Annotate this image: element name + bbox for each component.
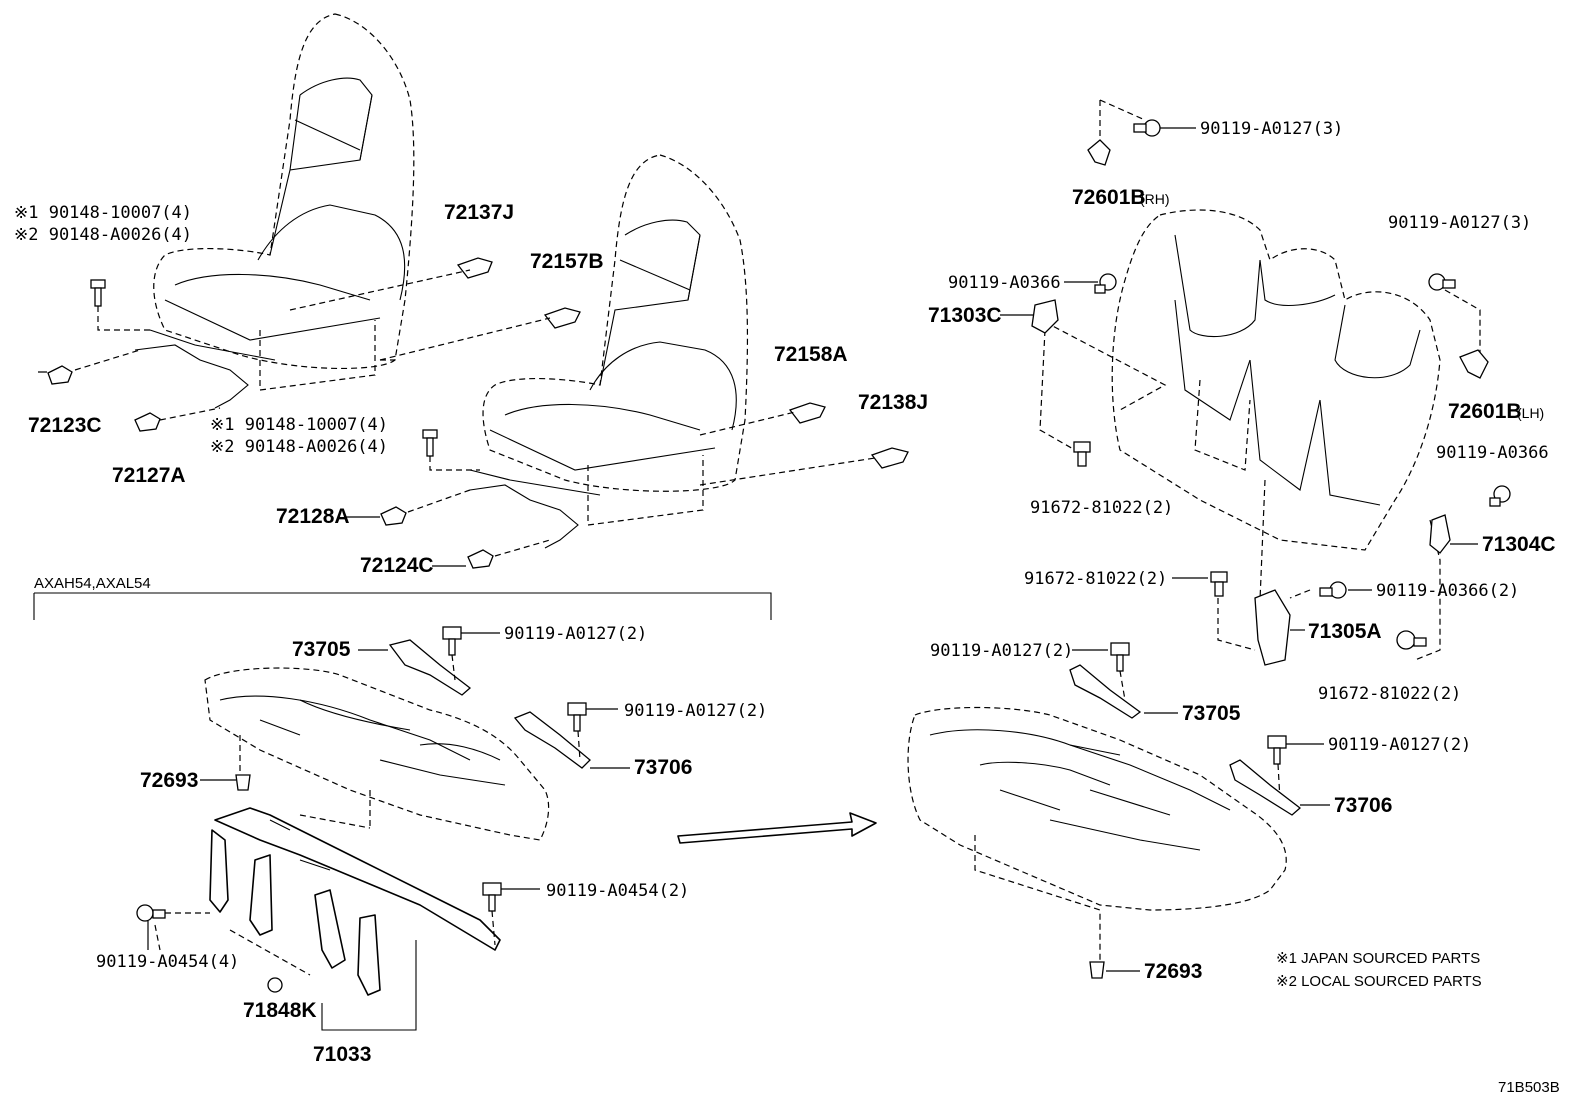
label-72693-a: 72693 [140, 769, 198, 792]
bolt-90119-A0127-d-icon [1267, 735, 1287, 765]
label-73706-a: 73706 [634, 756, 692, 779]
rear-back-labels: 90119-A0127(3) 72601B (RH) 90119-A0127(3… [928, 119, 1556, 704]
clip-72693-a-icon [235, 774, 251, 791]
label-model-code: AXAH54,AXAL54 [34, 575, 151, 592]
bolt-90119-A0127-b-icon [567, 702, 587, 732]
note-japan-sourced: ※1 JAPAN SOURCED PARTS [1276, 950, 1480, 967]
label-73705-a: 73705 [292, 638, 351, 661]
bolt-90148-top-icon [90, 279, 106, 307]
nut-72128A-icon [380, 506, 407, 526]
bolt-90119-A0127-top-icon [1133, 119, 1161, 137]
front-seat-right-illustration [469, 154, 749, 549]
rear-cushion-b-section: 90119-A0127(2) 73705 90119-A0127(2) 7370… [907, 641, 1471, 983]
label-72137J: 72137J [444, 201, 514, 224]
bolt-91672-81022-c-icon [1396, 630, 1427, 650]
label-90119-A0454-2: 90119-A0454(2) [546, 881, 689, 901]
label-72157B: 72157B [530, 250, 604, 273]
bracket-71303C-icon [1031, 299, 1059, 334]
bracket-72601B-RH-icon [1087, 139, 1111, 166]
sourcing-notes: ※1 JAPAN SOURCED PARTS ※2 LOCAL SOURCED … [1276, 950, 1482, 990]
bolt-90119-A0127-right-icon [1428, 273, 1456, 291]
label-72601B-RH-side: (RH) [1140, 191, 1170, 207]
bolt-90119-A0366-2-icon [1319, 581, 1347, 599]
bracket-73706-b-icon [1229, 759, 1302, 816]
label-90119-A0454-4: 90119-A0454(4) [96, 952, 239, 972]
label-72127A: 72127A [112, 464, 186, 487]
front-seat-labels: ※1 90148-10007(4) ※2 90148-A0026(4) 7213… [14, 201, 928, 577]
bolt-90119-A0127-c-icon [1110, 642, 1130, 672]
label-73705-b: 73705 [1182, 702, 1241, 725]
clip-72693-b-icon [1089, 961, 1105, 979]
label-90119-A0127-2-c: 90119-A0127(2) [930, 641, 1073, 661]
bracket-73706-a-icon [513, 711, 591, 769]
label-72601B-LH-side: (LH) [1517, 405, 1544, 421]
bracket-72137J-icon [456, 257, 493, 279]
front-seat-fasteners [47, 257, 909, 569]
label-90119-A0366-left: 90119-A0366 [948, 273, 1061, 293]
label-72158A: 72158A [774, 343, 848, 366]
label-90119-A0127-2-a: 90119-A0127(2) [504, 624, 647, 644]
label-90119-A0127-2-b: 90119-A0127(2) [624, 701, 767, 721]
label-72601B-LH: 72601B [1448, 400, 1522, 423]
label-72138J: 72138J [858, 391, 928, 414]
label-71303C: 71303C [928, 304, 1002, 327]
bracket-73705-b-icon [1069, 664, 1142, 719]
bolt-91672-81022-b-icon [1210, 571, 1228, 597]
label-71848K: 71848K [243, 999, 317, 1022]
bracket-73705-a-icon [388, 639, 472, 696]
diagram-code: 71B503B [1498, 1079, 1560, 1096]
bracket-71305A-icon [1254, 589, 1291, 666]
rear-back-fasteners [1031, 119, 1511, 666]
bracket-72138J-icon [870, 447, 909, 469]
label-72693-b: 72693 [1144, 960, 1202, 983]
bolt-90119-A0454-4-icon [136, 904, 166, 922]
label-72128A: 72128A [276, 505, 350, 528]
rear-cushion-a-section: AXAH54,AXAL54 [33, 575, 772, 1066]
bolt-90119-A0454-2-icon [482, 882, 502, 912]
bolt-90119-A0127-a-icon [442, 626, 462, 656]
bracket-72601B-LH-icon [1459, 349, 1489, 379]
front-seat-left-illustration [134, 13, 415, 409]
bolt-90148-mid-icon [422, 429, 438, 457]
note-local-sourced: ※2 LOCAL SOURCED PARTS [1276, 973, 1482, 990]
label-90119-A0127-2-d: 90119-A0127(2) [1328, 735, 1471, 755]
label-72123C: 72123C [28, 414, 102, 437]
label-91672-81022-a: 91672-81022(2) [1030, 498, 1173, 518]
label-91672-81022-b: 91672-81022(2) [1024, 569, 1167, 589]
label-90119-A0127-3-top: 90119-A0127(3) [1200, 119, 1343, 139]
label-bolt-90148-top-jp: ※1 90148-10007(4) [14, 203, 192, 223]
label-71033: 71033 [313, 1043, 371, 1066]
label-71304C: 71304C [1482, 533, 1556, 556]
bracket-72157B-icon [543, 307, 581, 329]
label-90119-A0366-right: 90119-A0366 [1436, 443, 1549, 463]
label-bolt-90148-top-local: ※2 90148-A0026(4) [14, 225, 192, 245]
nut-72124C-icon [467, 549, 494, 569]
label-72124C: 72124C [360, 554, 434, 577]
variant-arrow-icon [677, 812, 877, 844]
label-91672-81022-c: 91672-81022(2) [1318, 684, 1461, 704]
bolt-90119-A0366-right-icon [1489, 485, 1511, 507]
label-90119-A0127-3-right: 90119-A0127(3) [1388, 213, 1531, 233]
bracket-72158A-icon [788, 402, 826, 424]
label-71305A: 71305A [1308, 620, 1382, 643]
bolt-90119-A0366-left-icon [1094, 273, 1117, 294]
nut-72123C-icon [47, 365, 73, 385]
label-bolt-90148-mid-jp: ※1 90148-10007(4) [210, 415, 388, 435]
label-bolt-90148-mid-local: ※2 90148-A0026(4) [210, 437, 388, 457]
bracket-71304C-icon [1429, 514, 1451, 554]
clip-71848K-icon [267, 977, 283, 993]
nut-72127A-icon [134, 412, 161, 432]
label-73706-b: 73706 [1334, 794, 1392, 817]
bolt-91672-81022-a-icon [1073, 441, 1091, 467]
label-90119-A0366-2: 90119-A0366(2) [1376, 581, 1519, 601]
label-72601B-RH: 72601B [1072, 186, 1146, 209]
